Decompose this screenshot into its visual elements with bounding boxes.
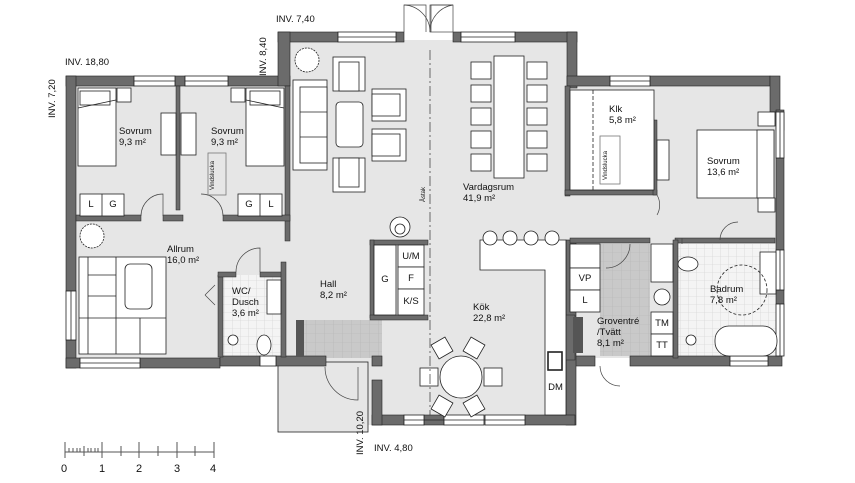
cabinet-vp: VP bbox=[578, 273, 592, 284]
room-sovrum-1: Sovrum 9,3 m² bbox=[119, 126, 152, 148]
room-name: Vardagsrum bbox=[463, 182, 515, 193]
room-allrum: Allrum 16,0 m² bbox=[167, 244, 199, 266]
room-name-2: Dusch bbox=[232, 297, 259, 308]
tumble-dryer-tm: TM bbox=[655, 318, 669, 329]
hall-wardrobe-g: G bbox=[381, 274, 389, 285]
closet-ks: K/S bbox=[403, 296, 419, 307]
room-area: 13,6 m² bbox=[707, 167, 740, 178]
room-area: 9,3 m² bbox=[211, 137, 238, 148]
scale-bar bbox=[64, 442, 215, 458]
room-area: 8,2 m² bbox=[320, 290, 347, 301]
room-area: 3,6 m² bbox=[232, 308, 259, 319]
room-name: Badrum bbox=[710, 284, 744, 295]
interior-walls bbox=[75, 85, 776, 361]
room-name: WC/ bbox=[232, 286, 251, 297]
room-name: Kök bbox=[473, 302, 490, 313]
room-vardagsrum: Vardagsrum 41,9 m² bbox=[463, 182, 514, 204]
scale-label-0: 0 bbox=[61, 463, 68, 475]
room-area: 7,8 m² bbox=[710, 295, 737, 306]
room-area: 22,8 m² bbox=[473, 313, 506, 324]
dimension-left-height: INV. 7,20 bbox=[47, 79, 58, 118]
room-sovrum-3: Sovrum 13,6 m² bbox=[707, 156, 740, 178]
room-name: Sovrum bbox=[707, 156, 740, 167]
room-name: Sovrum bbox=[211, 126, 244, 137]
dimension-living-width: INV. 7,40 bbox=[276, 14, 315, 25]
scale-label-2: 2 bbox=[136, 463, 143, 475]
room-area: 41,9 m² bbox=[463, 193, 496, 204]
room-area: 8,1 m² bbox=[597, 338, 624, 349]
scale-label-1: 1 bbox=[99, 463, 106, 475]
attic-hatch-label-2: Vindslucka bbox=[603, 151, 609, 180]
scale-label-4: 4 bbox=[210, 463, 217, 475]
room-area: 9,3 m² bbox=[119, 137, 146, 148]
room-groventre-tvatt: Groventré /Tvätt 8,1 m² bbox=[597, 316, 639, 349]
closet-f: F bbox=[408, 273, 414, 284]
washer-tt: TT bbox=[656, 340, 668, 351]
furniture bbox=[77, 47, 778, 418]
wardrobe-l-1: L bbox=[88, 199, 94, 210]
roof-ridge-label: Åstak bbox=[421, 186, 427, 202]
doors bbox=[140, 4, 739, 401]
scale-label-3: 3 bbox=[174, 463, 181, 475]
dishwasher-dm: DM bbox=[548, 382, 563, 393]
attic-hatch-label-1: Vindslucka bbox=[210, 161, 216, 190]
room-name: Hall bbox=[320, 279, 337, 290]
room-name-2: /Tvätt bbox=[597, 327, 621, 338]
room-hall: Hall 8,2 m² bbox=[320, 279, 347, 301]
windows bbox=[65, 31, 785, 426]
room-name: Klk bbox=[609, 104, 623, 115]
dimension-top-left-width: INV. 18,80 bbox=[65, 57, 110, 68]
room-wc-dusch: WC/ Dusch 3,6 m² bbox=[232, 286, 259, 319]
room-klk: Klk 5,8 m² bbox=[609, 104, 636, 126]
dimension-entry-width: INV. 4,80 bbox=[374, 443, 413, 454]
room-badrum: Badrum 7,8 m² bbox=[710, 284, 743, 306]
cabinet-l: L bbox=[582, 295, 588, 306]
room-name: Allrum bbox=[167, 244, 194, 255]
room-area: 16,0 m² bbox=[167, 255, 200, 266]
dimension-entry-height: INV. 10,20 bbox=[355, 410, 366, 455]
wardrobe-g-1: G bbox=[109, 199, 117, 210]
wardrobe-l-2: L bbox=[268, 199, 274, 210]
room-kok: Kök 22,8 m² bbox=[473, 302, 505, 324]
dimension-living-height: INV. 8,40 bbox=[258, 37, 269, 76]
closet-um: U/M bbox=[402, 251, 420, 262]
room-name: Sovrum bbox=[119, 126, 152, 137]
room-name: Groventré bbox=[597, 316, 640, 327]
room-area: 5,8 m² bbox=[609, 115, 636, 126]
room-sovrum-2: Sovrum 9,3 m² bbox=[211, 126, 244, 148]
wardrobe-g-2: G bbox=[245, 199, 253, 210]
radiators bbox=[296, 317, 583, 356]
